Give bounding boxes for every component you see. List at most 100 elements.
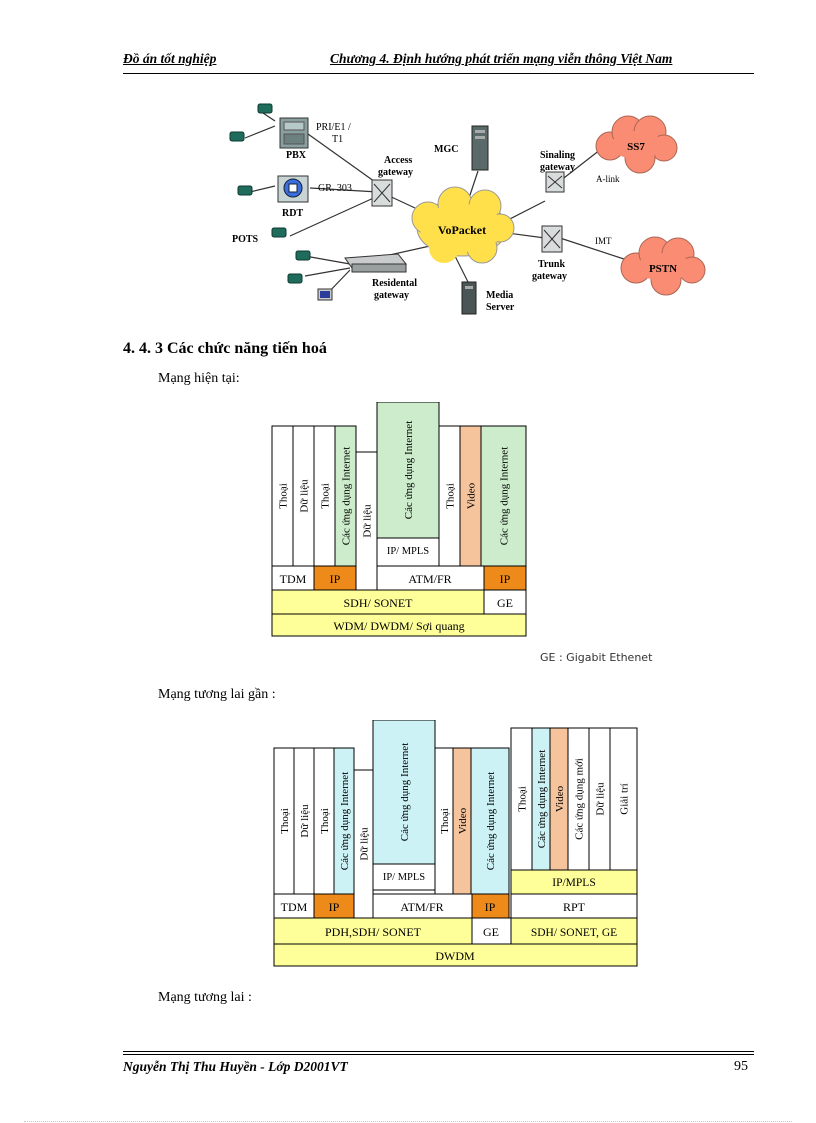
stack2-column: [609, 727, 638, 871]
stack1-column-label: Thoại: [320, 483, 332, 509]
ss7-cloud: SS7: [595, 115, 678, 174]
header-left: Đồ án tốt nghiệp: [123, 51, 217, 66]
stack2-column-label: Thoại: [439, 808, 451, 834]
pbx-icon: [279, 117, 309, 149]
rdt-icon: [277, 175, 309, 203]
stack1-ipmpls: IP/ MPLS: [387, 546, 429, 557]
stack2-tdm: TDM: [281, 900, 308, 914]
stack2-column-label: Dữ liệu: [299, 804, 311, 838]
stack2-ip: IP: [329, 900, 340, 914]
trunk-gateway-label-1: Trunk: [538, 259, 565, 270]
media-server-label-2: Server: [486, 302, 515, 313]
t1-label: T1: [332, 134, 343, 145]
stack2-column-label: Thoại: [517, 786, 529, 812]
stack2-column-label: Các ứng dụng Internet: [399, 743, 411, 842]
section-heading: 4. 4. 3 Các chức năng tiến hoá: [123, 340, 327, 357]
stack1-wdm: WDM/ DWDM/ Sợi quang: [333, 619, 464, 633]
gr303-label: GR. 303: [318, 183, 352, 194]
stack2-sdh2: SDH/ SONET, GE: [531, 927, 617, 939]
stack1-lower: IP/ MPLS TDM IP ATM/FR IP SDH/ SONET GE …: [271, 537, 527, 637]
stack2-rpt: RPT: [563, 900, 586, 914]
access-gateway-label-2: gateway: [378, 167, 413, 178]
access-gateway-label-1: Access: [384, 155, 412, 166]
stack1-ip: IP: [330, 572, 341, 586]
access-gateway-icon: [371, 179, 393, 207]
stack1-atmfr: ATM/FR: [408, 572, 451, 586]
current-network-label: Mạng hiện tại:: [158, 371, 240, 386]
footer-author: Nguyễn Thị Thu Huyền - Lớp D2001VT: [123, 1059, 348, 1074]
stack2-column-label: Dữ liệu: [359, 827, 371, 861]
vopacket-cloud: VoPacket: [411, 186, 515, 264]
stack1-ip2: IP: [500, 572, 511, 586]
stack1-column-label: Các ứng dụng Internet: [499, 447, 511, 546]
stack2-atmfr: ATM/FR: [400, 900, 443, 914]
pstn-cloud: PSTN: [620, 236, 706, 296]
stack1-column-label: Thoại: [278, 483, 290, 509]
media-server-icon: [461, 281, 477, 315]
stack1-column-label: Dữ liệu: [362, 504, 374, 538]
stack1-column-label: Các ứng dụng Internet: [341, 447, 353, 546]
signaling-gateway-icon: [545, 171, 565, 193]
pstn-label: PSTN: [649, 263, 677, 275]
stack2-column-label: Thoại: [319, 808, 331, 834]
stack1-column-label: Video: [466, 482, 478, 509]
pbx-label: PBX: [286, 150, 307, 161]
stack2-column-label: Các ứng dụng mới: [574, 758, 586, 840]
network-diagram: VoPacket SS7 PSTN PBX PRI/E1 / T1: [229, 103, 706, 315]
imt-label: IMT: [595, 236, 612, 246]
stack2-column: [470, 747, 510, 895]
stack2-ip2: IP: [485, 900, 496, 914]
header-right: Chương 4. Định hướng phát triển mạng viễ…: [330, 51, 673, 66]
signaling-gateway-label-2: gateway: [540, 162, 575, 173]
page-number: 95: [734, 1059, 748, 1074]
stack2-column-label: Giải trí: [619, 783, 631, 814]
stack1-column: [480, 425, 527, 567]
residential-gateway-label-1: Residental: [372, 278, 417, 289]
rdt-label: RDT: [282, 208, 303, 219]
stack2-ipmpls2: IP/MPLS: [552, 877, 595, 889]
stack2-pdh: PDH,SDH/ SONET: [325, 925, 422, 939]
stack1-column-label: Dữ liệu: [299, 479, 311, 513]
stack2-column-label: Video: [554, 785, 566, 812]
trunk-gateway-icon: [541, 225, 563, 253]
stack2-column-label: Video: [457, 807, 469, 834]
stack2-column-label: Các ứng dụng Internet: [339, 772, 351, 871]
near-future-label: Mạng tương lai gần :: [158, 687, 276, 702]
mgc-server-icon: [471, 125, 489, 171]
footer-rule: [123, 1051, 754, 1052]
pri-label: PRI/E1 /: [316, 122, 351, 133]
ge-note: GE : Gigabit Ethenet: [540, 651, 653, 664]
stack1-ge: GE: [497, 596, 513, 610]
residential-gateway-icon: [344, 253, 407, 273]
alink-label: A-link: [596, 174, 620, 184]
stack2-dwdm: DWDM: [435, 949, 475, 963]
vopacket-label: VoPacket: [438, 223, 486, 237]
stack2-ipmpls: IP/ MPLS: [383, 872, 425, 883]
stack2-column-label: Thoại: [279, 808, 291, 834]
stack2-column: [372, 720, 436, 865]
phone-icon: [229, 103, 311, 284]
stack1-column-label: Các ứng dụng Internet: [403, 421, 415, 520]
mgc-label: MGC: [434, 144, 458, 155]
stack2-column-label: Dữ liệu: [595, 782, 607, 816]
pots-label: POTS: [232, 234, 259, 245]
stack1-tdm: TDM: [280, 572, 307, 586]
residential-gateway-label-2: gateway: [374, 290, 409, 301]
media-server-label-1: Media: [486, 290, 513, 301]
stack2-column-label: Các ứng dụng Internet: [485, 772, 497, 871]
future-network-label: Mạng tương lai :: [158, 990, 252, 1005]
stack2-ge: GE: [483, 925, 499, 939]
page-edge: [24, 1121, 792, 1122]
stack1-sdh: SDH/ SONET: [343, 596, 413, 610]
trunk-gateway-label-2: gateway: [532, 271, 567, 282]
stack2-lower: IP/ MPLS IP/MPLS TDM IP ATM/FR IP RPT PD…: [273, 863, 638, 967]
ss7-label: SS7: [627, 141, 645, 153]
stack1-column-label: Thoại: [445, 483, 457, 509]
header-rule: [123, 73, 754, 74]
computer-icon: [317, 288, 333, 301]
stack2-column-label: Các ứng dụng Internet: [536, 750, 548, 849]
footer-rule-2: [123, 1054, 754, 1055]
signaling-gateway-label-1: Sinaling: [540, 150, 575, 161]
